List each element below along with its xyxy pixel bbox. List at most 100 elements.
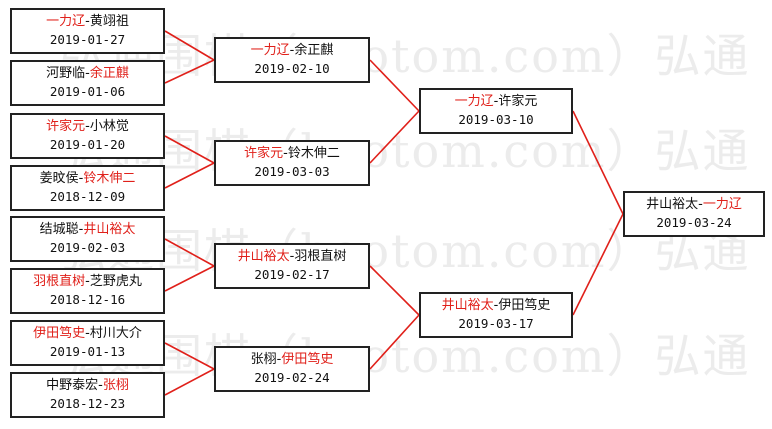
bracket-connector-line bbox=[164, 265, 215, 292]
match-date: 2019-01-13 bbox=[49, 344, 126, 359]
bracket-connector-line bbox=[572, 110, 624, 215]
player-name: 铃木伸二 bbox=[287, 146, 340, 161]
vs-separator: - bbox=[698, 197, 703, 212]
player-name: 一力辽 bbox=[454, 94, 494, 109]
match-date: 2019-01-06 bbox=[49, 84, 126, 99]
match-date: 2019-02-03 bbox=[49, 240, 126, 255]
player-name: 铃木伸二 bbox=[83, 171, 136, 186]
match-players: 井山裕太-羽根直树 bbox=[216, 248, 368, 266]
bracket-connector-line bbox=[369, 59, 420, 112]
match-date: 2019-03-10 bbox=[458, 112, 534, 127]
bracket-connector-line bbox=[572, 213, 624, 316]
bracket-connector-line bbox=[164, 59, 215, 84]
match-players: 一力辽-余正麒 bbox=[216, 42, 368, 60]
match-players: 井山裕太-一力辽 bbox=[625, 196, 763, 214]
round-1-match-box: 一力辽-黄翊祖 2019-01-27 bbox=[10, 8, 165, 54]
player-name: 张栩 bbox=[102, 378, 129, 393]
player-name: 中野泰宏 bbox=[46, 378, 99, 393]
bracket-connector-line bbox=[369, 314, 420, 370]
match-date: 2019-03-03 bbox=[254, 164, 330, 179]
vs-separator: - bbox=[78, 222, 84, 237]
match-date: 2019-02-24 bbox=[254, 370, 330, 385]
player-name: 一力辽 bbox=[702, 197, 742, 212]
bracket-connector-line bbox=[164, 30, 215, 61]
bracket-connector-line bbox=[369, 265, 420, 316]
vs-separator: - bbox=[283, 146, 288, 161]
player-name: 井山裕太 bbox=[83, 222, 136, 237]
player-name: 伊田笃史 bbox=[281, 352, 334, 367]
player-name: 一力辽 bbox=[46, 14, 86, 29]
match-players: 伊田笃史-村川大介 bbox=[12, 325, 163, 343]
player-name: 余正麒 bbox=[294, 43, 334, 58]
match-players: 中野泰宏-张栩 bbox=[12, 377, 163, 395]
match-date: 2019-03-24 bbox=[656, 215, 732, 230]
match-date: 2019-03-17 bbox=[458, 316, 534, 331]
player-name: 许家元 bbox=[498, 94, 538, 109]
player-name: 井山裕太 bbox=[646, 197, 699, 212]
player-name: 村川大介 bbox=[89, 326, 142, 341]
match-date: 2018-12-23 bbox=[49, 396, 126, 411]
player-name: 井山裕太 bbox=[441, 298, 494, 313]
player-name: 余正麒 bbox=[89, 66, 129, 81]
bracket-connector-line bbox=[369, 110, 420, 164]
player-name: 黄翊祖 bbox=[89, 14, 129, 29]
vs-separator: - bbox=[493, 298, 499, 313]
bracket-connector-line bbox=[164, 135, 215, 164]
player-name: 井山裕太 bbox=[237, 249, 290, 264]
player-name: 一力辽 bbox=[250, 43, 290, 58]
player-name: 伊田笃史 bbox=[498, 298, 551, 313]
match-date: 2018-12-16 bbox=[49, 292, 126, 307]
vs-separator: - bbox=[85, 326, 90, 341]
round-1-match-box: 羽根直树-芝野虎丸 2018-12-16 bbox=[10, 268, 165, 314]
match-date: 2019-01-20 bbox=[49, 137, 126, 152]
player-name: 羽根直树 bbox=[294, 249, 347, 264]
vs-separator: - bbox=[289, 43, 295, 58]
player-name: 姜旼侯 bbox=[39, 171, 79, 186]
match-date: 2019-02-17 bbox=[254, 267, 330, 282]
vs-separator: - bbox=[276, 352, 282, 367]
vs-separator: - bbox=[85, 119, 90, 134]
match-players: 张栩-伊田笃史 bbox=[216, 351, 368, 369]
vs-separator: - bbox=[85, 14, 90, 29]
bracket-connector-line bbox=[164, 368, 215, 396]
player-name: 河野临 bbox=[46, 66, 86, 81]
bracket-connector-line bbox=[164, 342, 215, 370]
player-name: 结城聪 bbox=[39, 222, 79, 237]
match-date: 2019-02-10 bbox=[254, 61, 330, 76]
player-name: 许家元 bbox=[244, 146, 284, 161]
vs-separator: - bbox=[85, 274, 90, 289]
bracket-connector-line bbox=[164, 162, 215, 189]
match-players: 姜旼侯-铃木伸二 bbox=[12, 170, 163, 188]
match-players: 许家元-铃木伸二 bbox=[216, 145, 368, 163]
match-date: 2018-12-09 bbox=[49, 189, 126, 204]
vs-separator: - bbox=[98, 378, 103, 393]
vs-separator: - bbox=[78, 171, 84, 186]
match-players: 井山裕太-伊田笃史 bbox=[421, 297, 571, 315]
vs-separator: - bbox=[289, 249, 295, 264]
match-players: 河野临-余正麒 bbox=[12, 65, 163, 83]
match-players: 一力辽-许家元 bbox=[421, 93, 571, 111]
match-players: 许家元-小林觉 bbox=[12, 118, 163, 136]
vs-separator: - bbox=[85, 66, 90, 81]
match-date: 2019-01-27 bbox=[49, 32, 126, 47]
vs-separator: - bbox=[493, 94, 499, 109]
player-name: 芝野虎丸 bbox=[89, 274, 142, 289]
match-players: 结城聪-井山裕太 bbox=[12, 221, 163, 239]
player-name: 羽根直树 bbox=[33, 274, 86, 289]
player-name: 许家元 bbox=[46, 119, 86, 134]
player-name: 小林觉 bbox=[89, 119, 129, 134]
player-name: 伊田笃史 bbox=[33, 326, 86, 341]
